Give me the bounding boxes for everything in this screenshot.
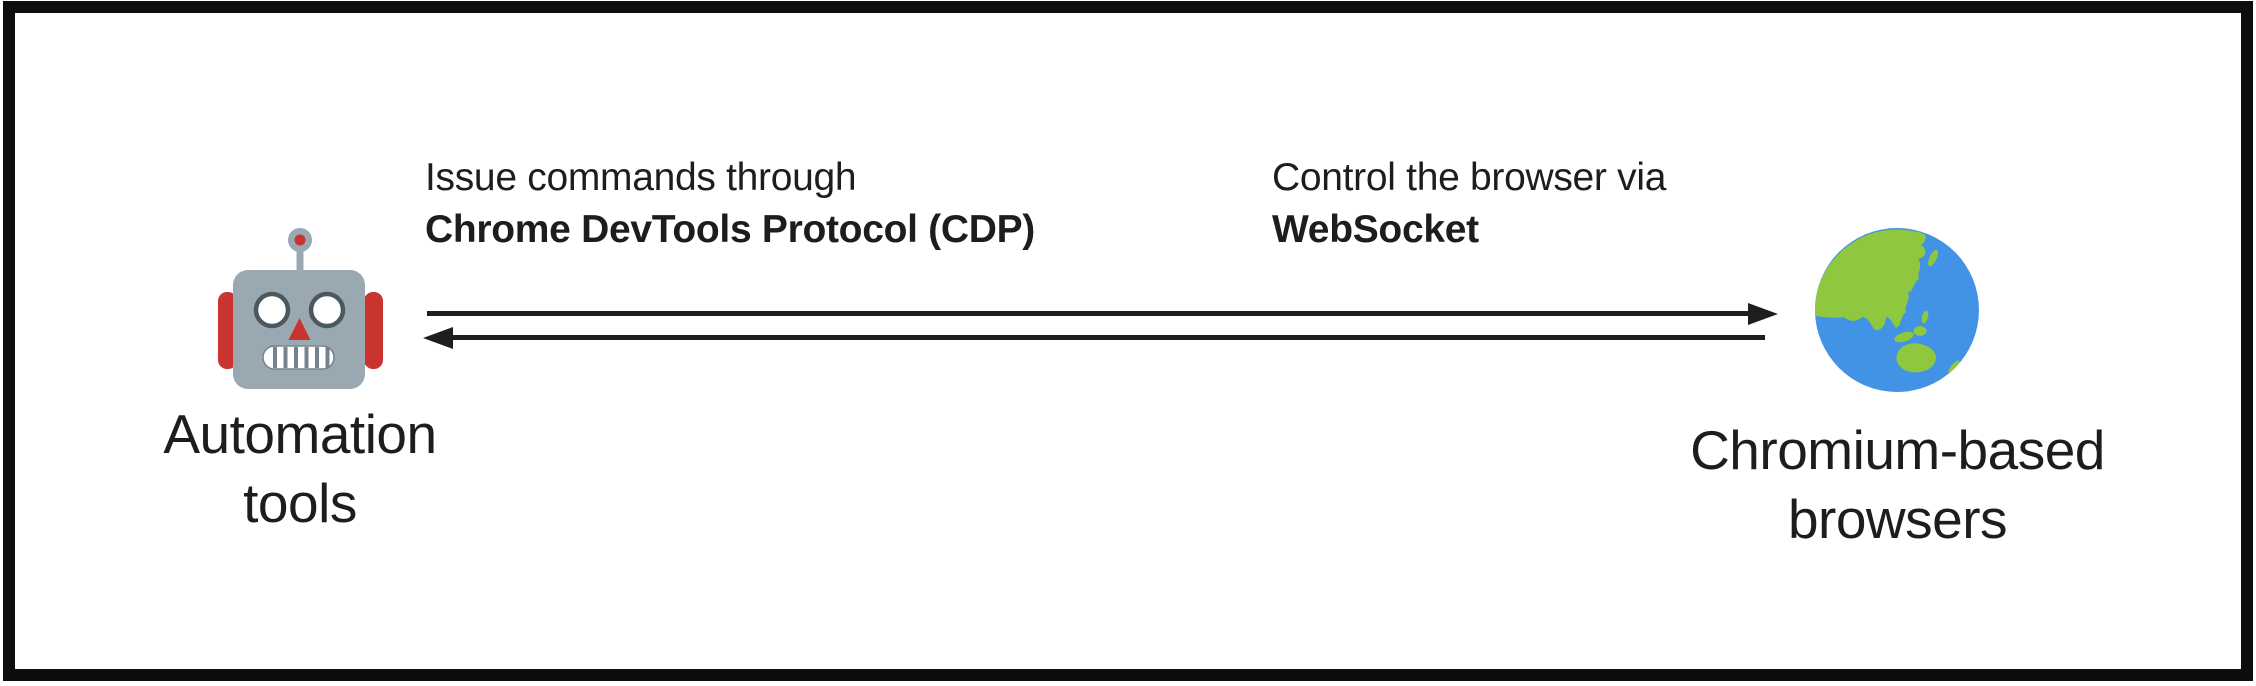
globe-land-sumatra	[1894, 331, 1914, 343]
robot-eye-left	[253, 291, 291, 329]
cdp-annotation-line2: Chrome DevTools Protocol (CDP)	[425, 208, 1035, 251]
chromium-browsers-label-line1: Chromium-based	[1690, 419, 2105, 481]
robot-ear-left	[218, 292, 237, 369]
globe-land-asia	[1815, 229, 1926, 330]
globe-asia-australia-icon	[1815, 228, 1979, 392]
websocket-annotation-line2: WebSocket	[1272, 208, 1479, 251]
automation-tools-label-line1: Automation	[163, 403, 437, 465]
arrow-to-tools-line	[451, 335, 1765, 340]
chromium-browsers-label: Chromium-based browsers	[1645, 416, 2150, 554]
robot-icon	[218, 228, 383, 389]
arrow-to-browser-head-icon	[1748, 303, 1778, 325]
globe-land-australia	[1896, 343, 1936, 373]
globe-land-borneo	[1913, 326, 1927, 336]
arrow-to-tools-head-icon	[423, 327, 453, 349]
cdp-annotation: Issue commands through Chrome DevTools P…	[425, 152, 1035, 256]
globe-landmasses	[1815, 229, 1960, 374]
websocket-annotation: Control the browser via WebSocket	[1272, 152, 1666, 256]
robot-eye-right	[308, 291, 346, 329]
robot-ear-right	[364, 292, 383, 369]
robot-antenna-stem	[296, 243, 304, 275]
globe-land-japan	[1928, 249, 1938, 267]
globe-land-philippines	[1921, 310, 1929, 324]
automation-tools-label: Automation tools	[98, 400, 502, 538]
robot-antenna-tip	[294, 234, 306, 246]
websocket-annotation-line1: Control the browser via	[1272, 156, 1667, 199]
robot-teeth-gaps	[273, 347, 330, 368]
robot-nose	[288, 318, 311, 340]
arrow-to-browser-line	[427, 311, 1749, 316]
globe-land-new-zealand	[1948, 360, 1960, 374]
chromium-browsers-label-line2: browsers	[1787, 488, 2008, 550]
cdp-annotation-line1: Issue commands through	[425, 156, 857, 199]
automation-tools-label-line2: tools	[243, 472, 357, 534]
